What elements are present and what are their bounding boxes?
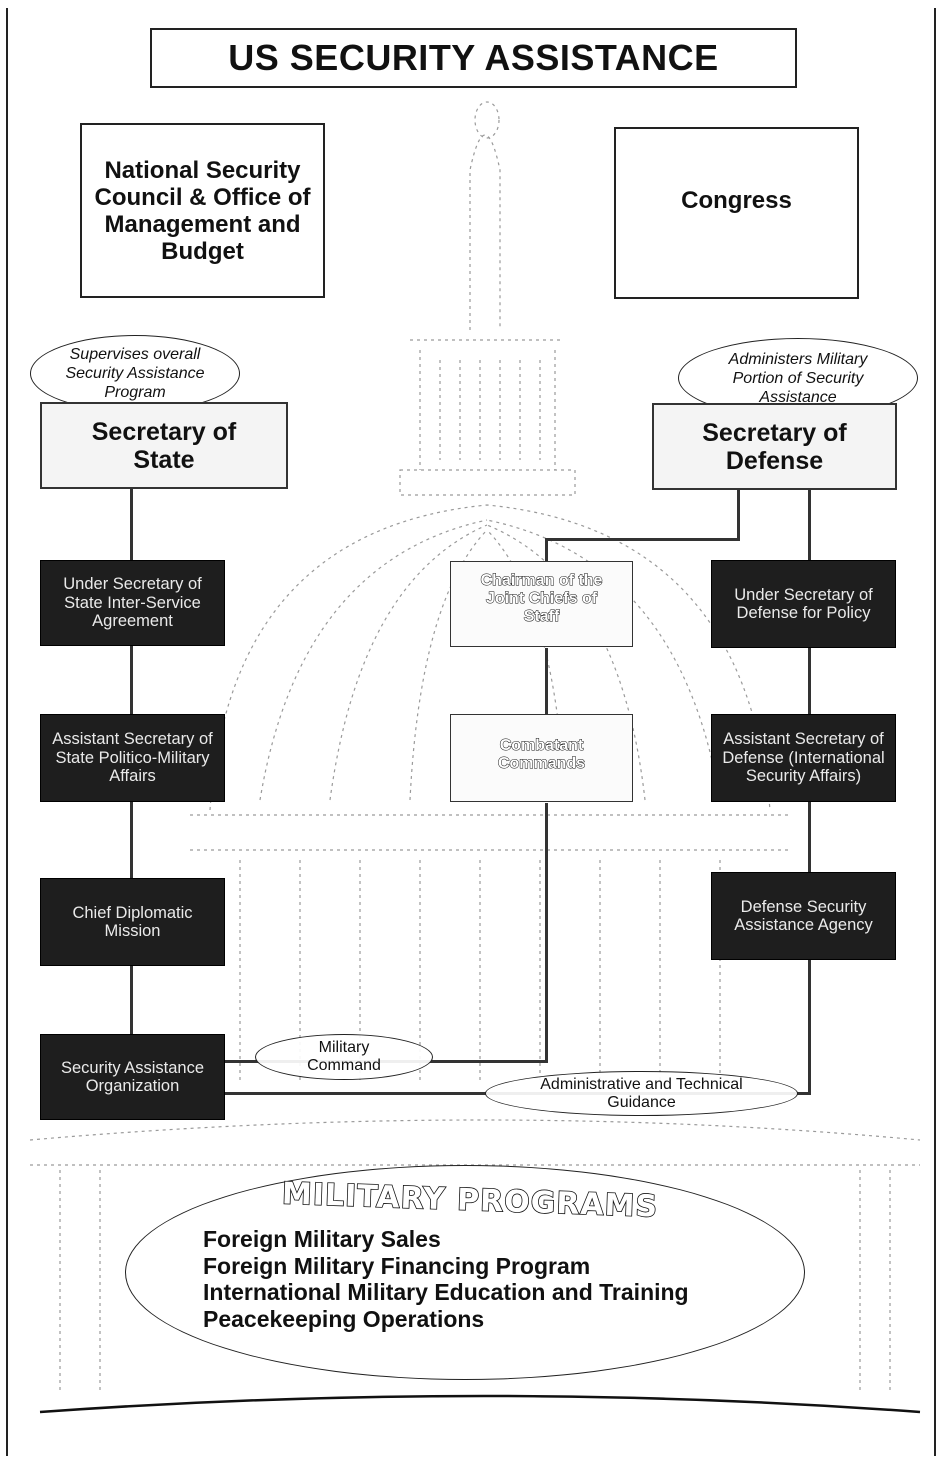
assistant-secretary-state-box: Assistant Secretary of State Politico-Mi… — [40, 714, 225, 802]
page-frame — [6, 8, 936, 1456]
secdef-to-cjcs-line-v2 — [545, 538, 548, 563]
dsaa-label: Defense Security Assistance Agency — [734, 897, 873, 935]
secdef-to-cjcs-line-h — [545, 538, 740, 541]
secretary-of-defense-box: Secretary of Defense — [652, 403, 897, 490]
military-command-text: Military Command — [307, 1039, 381, 1074]
under-secretary-state-label: Under Secretary of State Inter-Service A… — [63, 575, 202, 631]
dsaa-box: Defense Security Assistance Agency — [711, 872, 896, 960]
assistant-secretary-defense-label: Assistant Secretary of Defense (Internat… — [722, 730, 885, 786]
nsc-omb-label: National Security Council & Office of Ma… — [94, 156, 311, 265]
secretary-of-state-box: Secretary of State — [40, 402, 288, 489]
program-item: Foreign Military Sales — [203, 1226, 441, 1252]
military-programs-ellipse — [125, 1165, 805, 1380]
chief-diplomatic-mission-label: Chief Diplomatic Mission — [72, 903, 193, 941]
congress-label: Congress — [681, 187, 792, 214]
under-secretary-defense-box: Under Secretary of Defense for Policy — [711, 560, 896, 648]
page-title: US SECURITY ASSISTANCE — [150, 28, 797, 88]
cjcs-to-combatant-line — [545, 648, 548, 714]
assistant-secretary-state-label: Assistant Secretary of State Politico-Mi… — [52, 730, 213, 786]
program-item: Foreign Military Financing Program — [203, 1252, 591, 1279]
cjcs-box: Chairman of the Joint Chiefs of Staff — [450, 561, 633, 647]
security-assistance-org-box: Security Assistance Organization — [40, 1034, 225, 1120]
nsc-omb-box: National Security Council & Office of Ma… — [80, 123, 325, 298]
security-assistance-org-label: Security Assistance Organization — [60, 1058, 205, 1096]
secretary-of-state-label: Secretary of State — [91, 417, 237, 474]
admin-guidance-text: Administrative and Technical Guidance — [540, 1075, 743, 1111]
defense-role-note-text: Administers Military Portion of Security… — [728, 350, 868, 406]
congress-box: Congress — [614, 127, 859, 299]
combatant-commands-box: Combatant Commands — [450, 714, 633, 802]
cjcs-label: Chairman of the Joint Chiefs of Staff — [480, 572, 603, 626]
combatant-commands-label: Combatant Commands — [497, 737, 586, 773]
admin-guidance-label: Administrative and Technical Guidance — [485, 1071, 798, 1116]
program-item: Peacekeeping Operations — [203, 1305, 485, 1332]
program-item: International Military Education and Tra… — [203, 1279, 689, 1305]
under-secretary-state-box: Under Secretary of State Inter-Service A… — [40, 560, 225, 646]
assistant-secretary-defense-box: Assistant Secretary of Defense (Internat… — [711, 714, 896, 802]
secretary-of-defense-label: Secretary of Defense — [702, 418, 847, 475]
under-secretary-defense-label: Under Secretary of Defense for Policy — [734, 585, 873, 623]
combatant-to-sao-line-v — [545, 803, 548, 1063]
secdef-to-cjcs-line-v — [737, 490, 740, 540]
military-command-label: Military Command — [255, 1034, 433, 1080]
military-programs-list: Foreign Military Sales Foreign Military … — [203, 1226, 689, 1332]
chief-diplomatic-mission-box: Chief Diplomatic Mission — [40, 878, 225, 966]
state-role-note: Supervises overall Security Assistance P… — [30, 335, 240, 412]
state-role-note-text: Supervises overall Security Assistance P… — [65, 346, 205, 401]
